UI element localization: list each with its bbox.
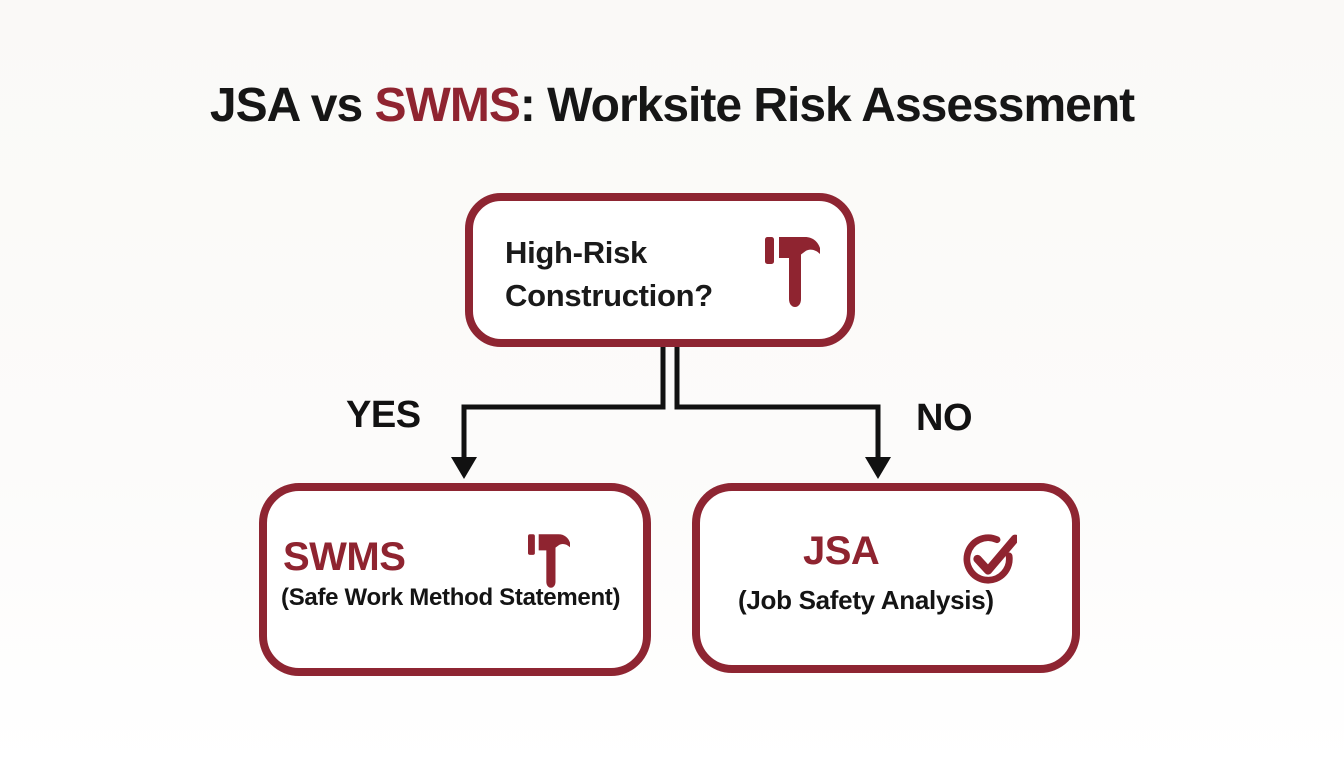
yes-branch-line xyxy=(461,347,666,459)
outcome-node-jsa: JSA (Job Safety Analysis) xyxy=(692,483,1080,673)
no-arrowhead xyxy=(865,457,891,479)
decision-label: High-Risk Construction? xyxy=(505,231,713,317)
yes-arrowhead xyxy=(451,457,477,479)
hammer-icon xyxy=(528,531,570,588)
outcome-node-swms: SWMS (Safe Work Method Statement) xyxy=(259,483,651,676)
no-branch-line xyxy=(674,347,881,459)
decision-label-line1: High-Risk xyxy=(505,235,647,270)
decision-node-high-risk-construction: High-Risk Construction? xyxy=(465,193,855,347)
page-title: JSA vs SWMS: Worksite Risk Assessment xyxy=(0,78,1344,133)
check-circle-icon xyxy=(963,530,1017,584)
swms-full-name: (Safe Work Method Statement) xyxy=(281,584,621,611)
title-suffix: : Worksite Risk Assessment xyxy=(519,79,1135,133)
swms-abbr: SWMS xyxy=(283,535,406,579)
hammer-icon xyxy=(765,233,820,307)
jsa-abbr: JSA xyxy=(803,529,880,573)
decision-label-line2: Construction? xyxy=(505,278,713,313)
no-branch-label: NO xyxy=(916,397,973,439)
jsa-full-name: (Job Safety Analysis) xyxy=(738,585,994,615)
title-highlight: SWMS xyxy=(374,79,521,133)
title-prefix: JSA vs xyxy=(209,79,375,133)
yes-branch-label: YES xyxy=(346,394,421,436)
